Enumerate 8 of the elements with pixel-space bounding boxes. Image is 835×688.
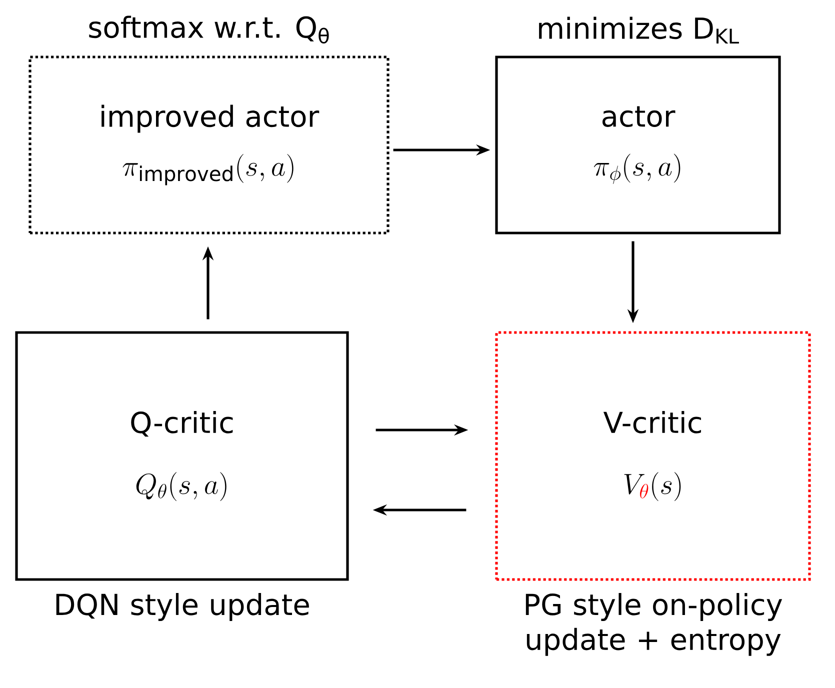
process-box: Q-critic $Q_{\theta}(s,a)$ — [15, 331, 349, 581]
box-heading: minimizes D$_{KL}$ — [539, 16, 739, 44]
box-caption: DQN style update — [56, 593, 309, 621]
box-heading: softmax w.r.t. Q$_{θ}$ — [89, 16, 329, 44]
process-box: V-critic $V_{\color{red}\theta}(s)$ — [495, 331, 811, 581]
process-box: improved actor $\pi_{\mathrm{improved}}(s,a)$ — [28, 56, 390, 234]
box-caption: PG style on-policy update + entropy — [526, 593, 782, 656]
process-box: actor $\pi_{\phi}(s,a)$ — [495, 56, 781, 234]
